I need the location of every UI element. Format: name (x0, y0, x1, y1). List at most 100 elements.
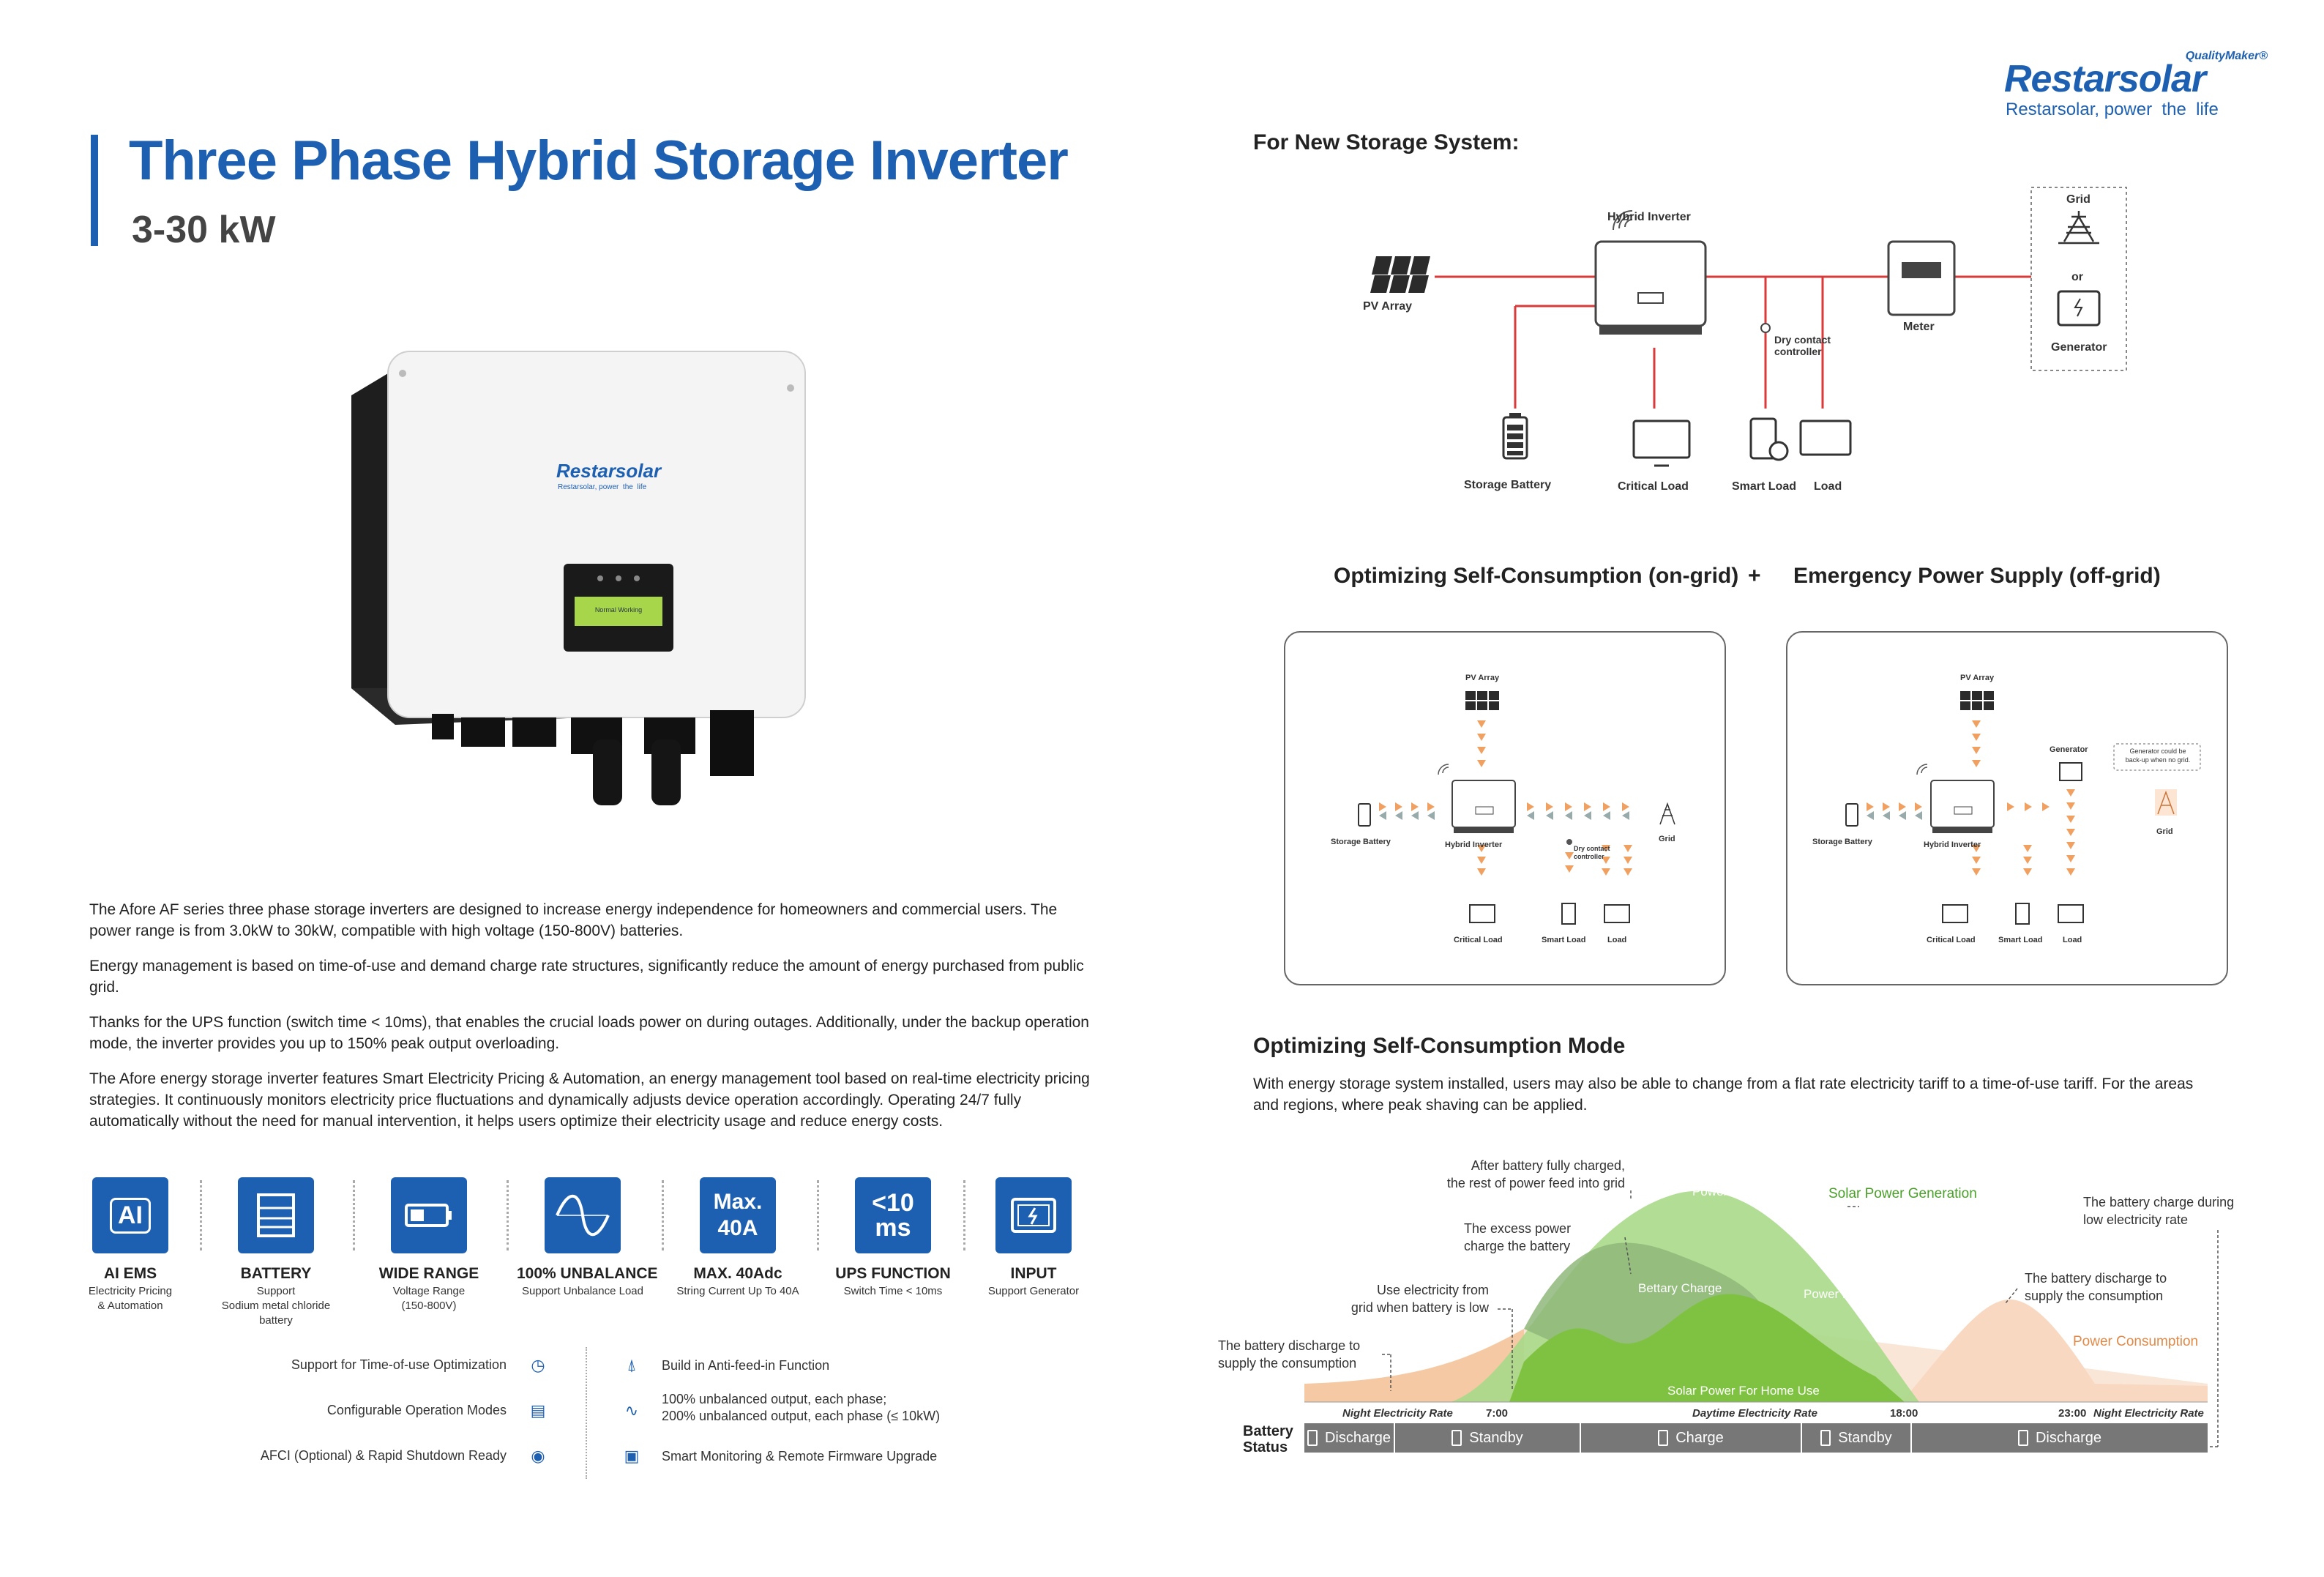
diagram-label-pv: PV Array (1363, 300, 1412, 313)
feature-divider (662, 1180, 664, 1250)
annotation-charge-low: The battery charge during low electricit… (2083, 1195, 2235, 1227)
status-text: Standby (1838, 1429, 1892, 1446)
power-feed-top-label: Power Feed-in (1692, 1185, 1774, 1198)
ups-icon: <10 ms (855, 1177, 931, 1253)
inverter-product-image: Normal Working Restarsolar Restarsolar, … (322, 344, 834, 813)
on-grid-inverter-label: Hybrid Inverter (1445, 840, 1503, 849)
battery-small-icon (1451, 1430, 1462, 1446)
feature-max-current: Max. 40A MAX. 40Adc String Current Up To… (672, 1177, 804, 1299)
feature-divider (200, 1180, 202, 1250)
timeline-day: Daytime Electricity Rate (1692, 1407, 1817, 1420)
device-brand-slogan: Restarsolar, power the life (558, 483, 647, 491)
timeline-night-left: Night Electricity Rate (1342, 1407, 1453, 1420)
feature-desc: Support Generator (987, 1285, 1080, 1297)
logo-slogan: Restarsolar, power the life (2006, 100, 2219, 119)
battery-range-icon (391, 1177, 467, 1253)
status-divider (1394, 1423, 1395, 1453)
ups-paragraph: Thanks for the UPS function (switch time… (89, 1014, 1089, 1052)
feature-unbalance: 100% UNBALANCE Support Unbalance Load (517, 1177, 658, 1299)
off-grid-generator-label: Generator (2050, 745, 2088, 754)
timeline-t2: 18:00 (1890, 1407, 1918, 1420)
feature-name: BATTERY (240, 1265, 312, 1282)
feature-name: MAX. 40Adc (693, 1265, 782, 1282)
support-item-unbalanced: 100% unbalanced output, each phase; 200%… (662, 1392, 941, 1423)
support-item-monitoring: Smart Monitoring & Remote Firmware Upgra… (662, 1449, 938, 1464)
page-title: Three Phase Hybrid Storage Inverter (129, 130, 1069, 192)
wave-icon: ∿ (624, 1401, 639, 1420)
off-grid-critical-label: Critical Load (1927, 936, 1976, 944)
diagram-label-storage-battery: Storage Battery (1464, 479, 1552, 491)
feature-divider (963, 1180, 965, 1250)
support-item-anti-feed: Build in Anti-feed-in Function (662, 1358, 830, 1373)
feature-desc: Support Sodium metal chloride battery (221, 1285, 331, 1327)
generator-input-icon (995, 1177, 1072, 1253)
config-icon: ▤ (530, 1401, 546, 1420)
new-storage-diagram: PV Array Hybrid Inverter Dry contact con… (1347, 183, 2152, 505)
diagram-label-generator: Generator (2051, 341, 2107, 354)
status-divider (1580, 1423, 1581, 1453)
timeline-night-right: Night Electricity Rate (2093, 1407, 2204, 1420)
battery-small-icon (2017, 1430, 2028, 1446)
status-text: Charge (1675, 1429, 1724, 1446)
title-accent-bar (91, 135, 98, 246)
off-grid-generator-note: Generator could be back-up when no grid. (2125, 748, 2191, 764)
annotation-discharge-left: The battery discharge to supply the cons… (1218, 1338, 1361, 1371)
battery-status-bar: Discharge Standby Charge Standby Dischar… (1304, 1423, 2208, 1453)
diagram-label-load: Load (1814, 480, 1842, 493)
diagram-label-dry-contact: Dry contact controller (1774, 334, 1831, 357)
support-item-modes: Configurable Operation Modes (326, 1403, 507, 1417)
support-item-afci: AFCI (Optional) & Rapid Shutdown Ready (260, 1448, 507, 1463)
status-divider (1801, 1423, 1802, 1453)
status-segment: Discharge (1304, 1423, 1394, 1453)
home-use-label: Solar Power For Home Use (1667, 1384, 1820, 1398)
feature-ups: <10 ms UPS FUNCTION Switch Time < 10ms (827, 1177, 959, 1299)
feature-desc: Voltage Range (150-800V) (392, 1285, 466, 1312)
ai-chip-icon: AI (92, 1177, 168, 1253)
on-grid-smart-label: Smart Load (1542, 936, 1586, 944)
status-segment: Standby (1802, 1423, 1910, 1453)
status-segment: Standby (1395, 1423, 1580, 1453)
on-grid-diagram: PV Array Storage Battery Hybrid Inverter… (1284, 631, 1726, 985)
antenna-icon: ◉ (531, 1447, 545, 1465)
power-feed-mid-label: Power Feed-in (1804, 1287, 1885, 1301)
diagram-label-smart-load: Smart Load (1732, 480, 1797, 493)
on-grid-title: Optimizing Self-Consumption (on-grid) (1334, 564, 1739, 588)
battery-small-icon (1658, 1430, 1669, 1446)
device-brand-logo: Restarsolar (556, 460, 662, 482)
on-grid-load-label: Load (1607, 936, 1627, 944)
plus-sign: + (1748, 564, 1761, 588)
power-range-subtitle: 3-30 kW (132, 209, 276, 251)
feature-name: INPUT (1010, 1265, 1057, 1282)
on-grid-critical-label: Critical Load (1454, 936, 1503, 944)
solar-gen-label: Solar Power Generation (1828, 1186, 1977, 1201)
feature-ai-ems: AI AI EMS Electricity Pricing & Automati… (64, 1177, 196, 1313)
battery-icon (238, 1177, 314, 1253)
feature-wide-range: WIDE RANGE Voltage Range (150-800V) (363, 1177, 495, 1313)
status-divider (1910, 1423, 1912, 1453)
status-segment: Discharge (1912, 1423, 2208, 1453)
feature-desc: String Current Up To 40A (676, 1285, 799, 1297)
timeline-t1: 7:00 (1486, 1407, 1509, 1420)
feature-divider (507, 1180, 509, 1250)
energy-management-paragraph: Energy management is based on time-of-us… (89, 958, 1084, 996)
self-consumption-title: Optimizing Self-Consumption Mode (1253, 1034, 1626, 1058)
status-text: Standby (1469, 1429, 1523, 1446)
feature-divider (353, 1180, 355, 1250)
feature-desc: Support Unbalance Load (522, 1285, 643, 1297)
battery-charge-label: Bettary Charge (1638, 1281, 1722, 1295)
diagram-label-grid: Grid (2066, 193, 2091, 206)
diagram-label-inverter: Hybrid Inverter (1607, 211, 1691, 223)
off-grid-grid-label: Grid (2156, 827, 2173, 836)
status-text: Discharge (1324, 1429, 1391, 1446)
intro-paragraph: The Afore AF series three phase storage … (89, 901, 1058, 939)
ai-chip-text: AI (110, 1197, 151, 1234)
monitor-icon: ▣ (624, 1447, 640, 1465)
support-divider (586, 1347, 587, 1479)
annotation-after-charged: After battery fully charged, the rest of… (1446, 1158, 1625, 1190)
status-segment: Charge (1581, 1423, 1801, 1453)
feature-divider (817, 1180, 819, 1250)
max-current-icon-text: Max. 40A (713, 1190, 763, 1240)
feature-name: UPS FUNCTION (835, 1265, 951, 1282)
off-grid-load-label: Load (2063, 936, 2082, 944)
off-grid-diagram: PV Array Storage Battery Hybrid Inverter… (1786, 631, 2228, 985)
